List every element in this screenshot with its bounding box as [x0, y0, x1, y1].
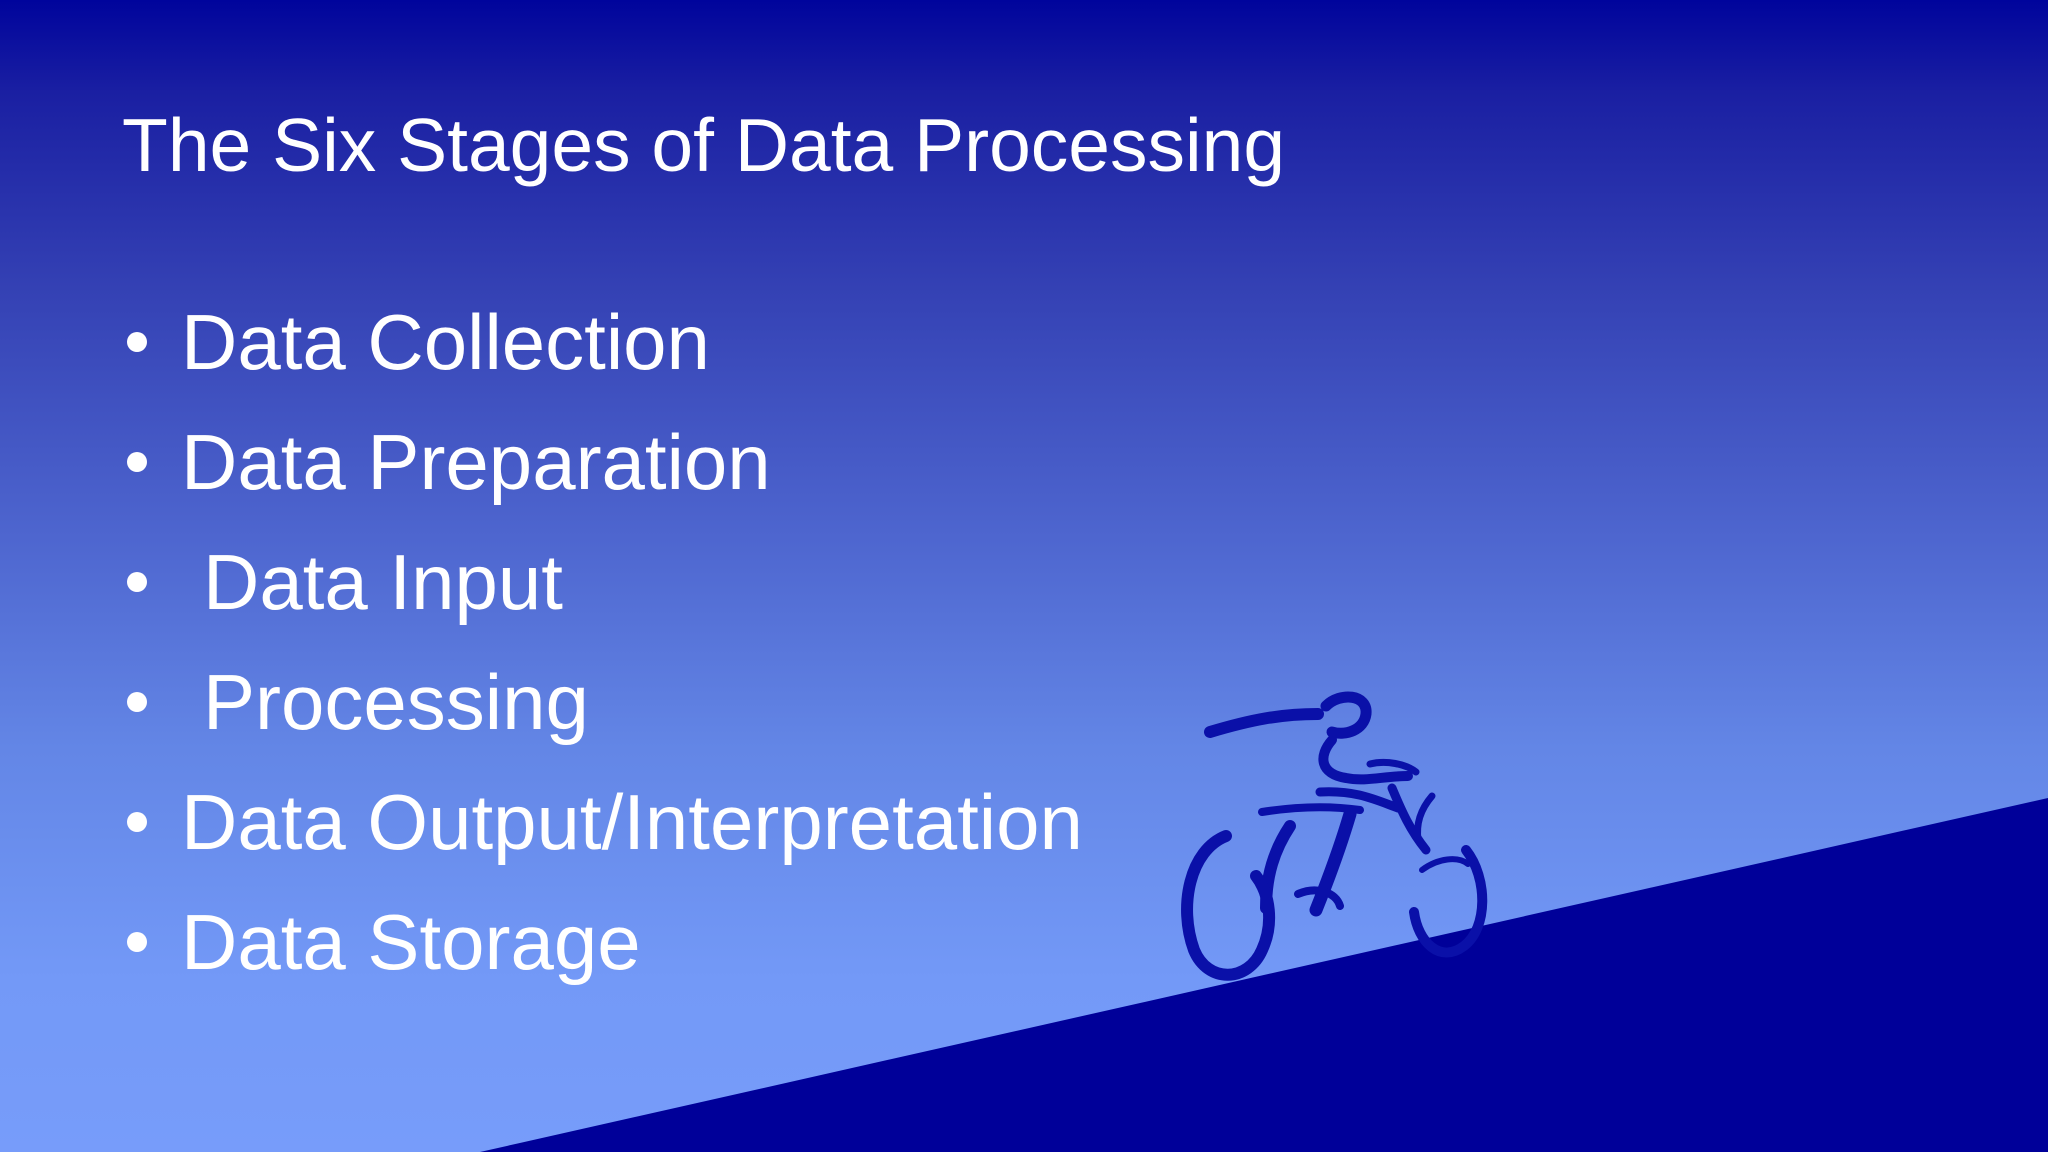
bullet-dot-icon: [127, 812, 147, 832]
bullet-item: Data Input: [122, 522, 1083, 642]
bullet-text: Data Output/Interpretation: [181, 777, 1083, 866]
bullet-dot-icon: [127, 572, 147, 592]
bullet-item: Data Output/Interpretation: [122, 762, 1083, 882]
slide-title: The Six Stages of Data Processing: [122, 103, 1286, 187]
bullet-item: Data Storage: [122, 882, 1083, 1002]
bullet-text: Processing: [203, 657, 589, 746]
bullet-text: Data Input: [203, 537, 563, 626]
bullet-list: Data Collection Data Preparation Data In…: [122, 282, 1083, 1002]
bullet-text: Data Collection: [181, 297, 710, 386]
bullet-dot-icon: [127, 452, 147, 472]
bullet-text: Data Preparation: [181, 417, 771, 506]
bullet-dot-icon: [127, 932, 147, 952]
bullet-dot-icon: [127, 332, 147, 352]
bullet-text: Data Storage: [181, 897, 641, 986]
cyclist-icon: [1181, 691, 1488, 981]
bullet-item: Data Preparation: [122, 402, 1083, 522]
bullet-dot-icon: [127, 692, 147, 712]
bullet-item: Data Collection: [122, 282, 1083, 402]
bullet-item: Processing: [122, 642, 1083, 762]
